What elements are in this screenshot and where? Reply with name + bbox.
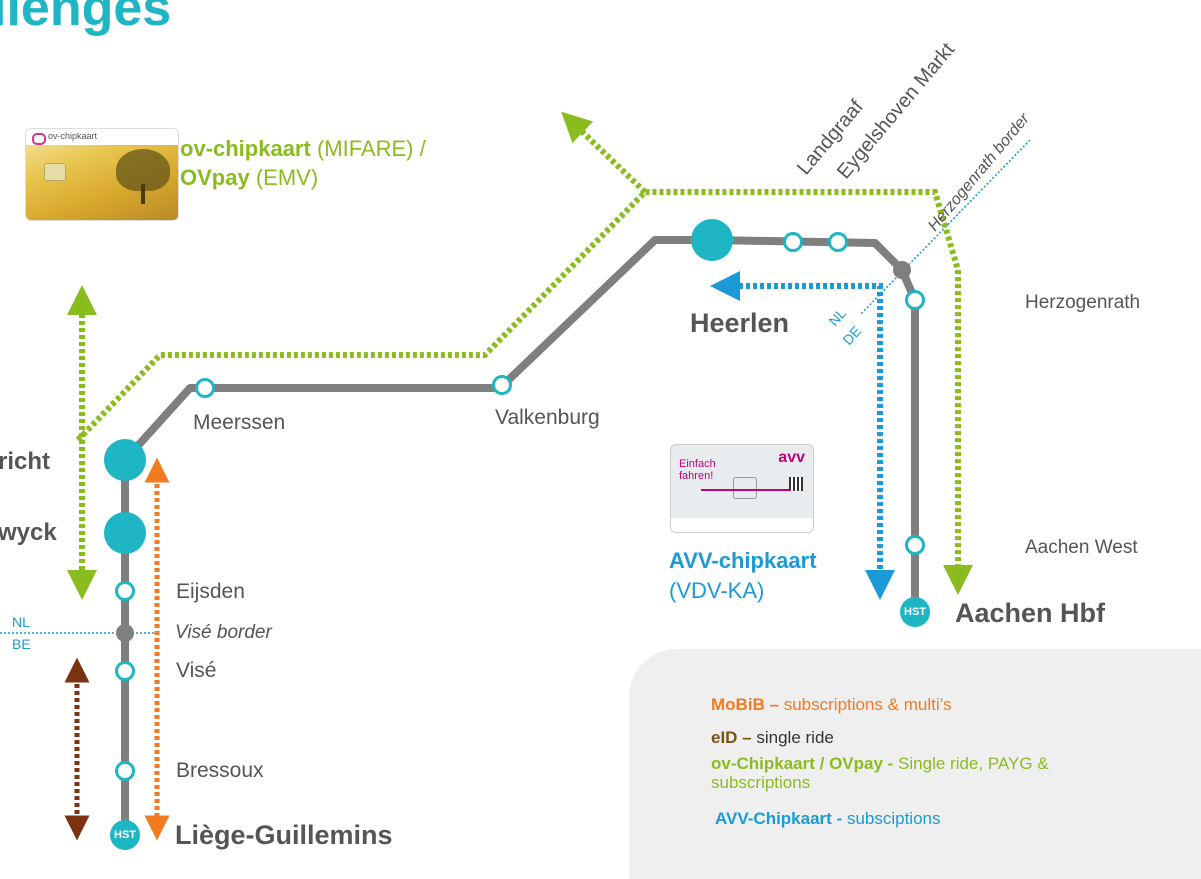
label-herzogenrath: Herzogenrath: [1025, 292, 1141, 313]
avv-chipkaart-tech: (VDV-KA): [669, 578, 765, 603]
legend-eid-name: eID –: [711, 728, 752, 747]
rail-line-main: [121, 236, 919, 839]
label-aachen-west: Aachen West: [1025, 537, 1138, 558]
avv-chipkaart-name: AVV-chipkaart: [669, 548, 817, 573]
label-border-nl-de-nl: NL: [825, 305, 849, 329]
station-landgraaf-dot: [783, 232, 803, 252]
avv-card-chip-icon: [733, 477, 757, 499]
vise-border-dot: [116, 624, 134, 642]
label-meerssen: Meerssen: [193, 411, 286, 434]
legend-ov-desc-1: Single ride, PAYG &: [893, 754, 1049, 773]
ov-card-header: ov-chipkaart: [48, 131, 98, 141]
label-aachen-hbf: Aachen Hbf: [955, 598, 1106, 628]
avv-card-slogan-1: Einfach: [679, 458, 716, 470]
rail-map: Landgraaf Eygelshoven Markt Herzogenrath…: [0, 38, 1033, 841]
ov-chipkaart-label: ov-chipkaart (MIFARE) / OVpay (EMV): [180, 134, 426, 192]
station-eijsden-dot: [115, 581, 135, 601]
legend-mobib-name: MoBiB –: [711, 695, 779, 714]
avv-arrow: [710, 271, 895, 600]
label-liege: Liège-Guillemins: [175, 820, 393, 850]
label-border-nl-de-de: DE: [839, 323, 864, 348]
avv-card-logo: avv: [778, 449, 805, 466]
station-vise-dot: [115, 661, 135, 681]
ov-chipkaart-tech: (MIFARE) /: [310, 136, 426, 161]
legend-ov: ov-Chipkaart / OVpay - Single ride, PAYG…: [711, 754, 1049, 792]
page-title: llenges: [0, 0, 172, 37]
label-maastricht: richt: [0, 448, 51, 475]
legend-avv: AVV-Chipkaart - subsciptions: [715, 809, 941, 828]
legend-avv-name: AVV-Chipkaart -: [715, 809, 843, 828]
ovpay-name: OVpay: [180, 165, 250, 190]
ov-chipkaart-card: ov-chipkaart: [25, 128, 179, 221]
label-wyck: wyck: [0, 519, 57, 546]
avv-chipkaart-card: avv Einfach fahren!: [670, 444, 814, 533]
legend-ov-name: ov-Chipkaart / OVpay -: [711, 754, 894, 773]
legend-mobib: MoBiB – subscriptions & multi’s: [711, 695, 952, 714]
avv-chipkaart-label: AVV-chipkaart (VDV-KA): [669, 546, 817, 606]
station-heerlen-dot: [691, 219, 733, 261]
station-aachen-west-dot: [905, 535, 925, 555]
legend-ov-desc-2: subscriptions: [711, 773, 811, 792]
label-heerlen: Heerlen: [690, 308, 790, 338]
avv-card-qr-icon: [789, 477, 803, 491]
legend-panel: MoBiB – subscriptions & multi’s eID – si…: [629, 649, 1201, 879]
station-valkenburg-dot: [492, 375, 512, 395]
label-eijsden: Eijsden: [176, 580, 245, 603]
ov-card-logo-icon: [32, 133, 46, 145]
legend-avv-desc: subsciptions: [842, 809, 941, 828]
station-wyck-dot: [104, 512, 146, 554]
label-herzogenrath-border: Herzogenrath border: [925, 110, 1033, 235]
avv-card-slogan-2: fahren!: [679, 470, 714, 482]
legend-mobib-desc: subscriptions & multi’s: [779, 695, 952, 714]
station-meerssen-dot: [195, 378, 215, 398]
station-herzogenrath-dot: [905, 290, 925, 310]
hst-badge-liege: HST: [110, 820, 140, 850]
station-maastricht-dot: [104, 439, 146, 481]
label-border-be: BE: [12, 636, 31, 652]
legend-eid: eID – single ride: [711, 728, 834, 747]
ov-arrow-north: [561, 111, 648, 195]
label-valkenburg: Valkenburg: [495, 406, 600, 429]
ov-card-chip-icon: [44, 163, 66, 181]
station-eygelshoven-dot: [828, 232, 848, 252]
station-bressoux-dot: [115, 761, 135, 781]
label-vise-border: Visé border: [175, 622, 272, 643]
label-bressoux: Bressoux: [176, 759, 264, 782]
label-vise: Visé: [176, 659, 217, 682]
ov-chipkaart-name: ov-chipkaart: [180, 136, 311, 161]
legend-eid-desc: single ride: [751, 728, 834, 747]
nl-de-border-line: [859, 139, 1031, 316]
ovpay-tech: (EMV): [249, 165, 319, 190]
herzogenrath-border-dot: [893, 261, 911, 279]
hst-badge-aachen: HST: [900, 597, 930, 627]
label-border-nl: NL: [12, 614, 30, 630]
